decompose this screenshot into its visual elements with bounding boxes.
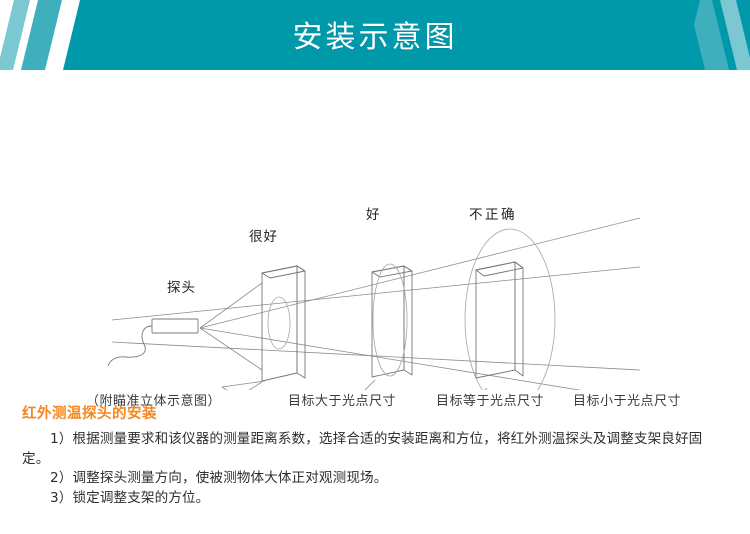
light-spot-3: [464, 228, 556, 390]
target-plate-2: [371, 265, 413, 378]
caption-target-larger: 目标大于光点尺寸: [288, 394, 397, 409]
header-band-right-edge: [659, 0, 700, 70]
instruction-item-2: 2）调整探头测量方向，使被测物体大体正对观测现场。: [50, 470, 388, 487]
label-good: 好: [366, 207, 381, 223]
label-probe: 探头: [167, 280, 196, 296]
light-cone-rays: [111, 217, 641, 390]
instruction-item-1: 1）根据测量要求和该仪器的测量距离系数，选择合适的安装距离和方位，将红外测温探头…: [22, 431, 703, 467]
caption-row: （附瞄准立体示意图） 目标大于光点尺寸 目标等于光点尺寸 目标小于光点尺寸: [0, 390, 750, 428]
header-stripe-right-2: [720, 0, 750, 70]
label-incorrect: 不正确: [469, 207, 517, 223]
caption-leader-lines: [221, 379, 488, 390]
probe-body: [151, 318, 199, 334]
header-stripe-right-1: [688, 0, 729, 70]
content-block: 红外测温探头的安装 1）根据测量要求和该仪器的测量距离系数，选择合适的安装距离和…: [22, 404, 728, 508]
page-header: 安装示意图: [0, 0, 750, 70]
header-banner-graphic: [0, 0, 750, 70]
light-spot-1: [267, 296, 291, 350]
target-plate-1: [261, 265, 306, 382]
label-very-good: 很好: [249, 229, 278, 245]
caption-target-equal: 目标等于光点尺寸: [436, 394, 545, 409]
caption-target-smaller: 目标小于光点尺寸: [573, 394, 682, 409]
diagram-container: 探头 很好 好 不正确: [0, 70, 750, 390]
header-band: [63, 0, 750, 70]
instruction-item-3: 3）锁定调整支架的方位。: [50, 489, 210, 506]
section-title: 红外测温探头的安装: [22, 406, 157, 422]
probe-cable: [107, 325, 153, 367]
target-plate-3: [475, 261, 524, 379]
header-stripe-left-1: [21, 0, 62, 70]
page-title: 安装示意图: [292, 20, 458, 55]
header-stripe-left-2: [0, 0, 30, 70]
aiming-stereo-diagram: [107, 217, 641, 390]
light-spot-2: [372, 263, 408, 377]
caption-figure: （附瞄准立体示意图）: [86, 394, 222, 409]
